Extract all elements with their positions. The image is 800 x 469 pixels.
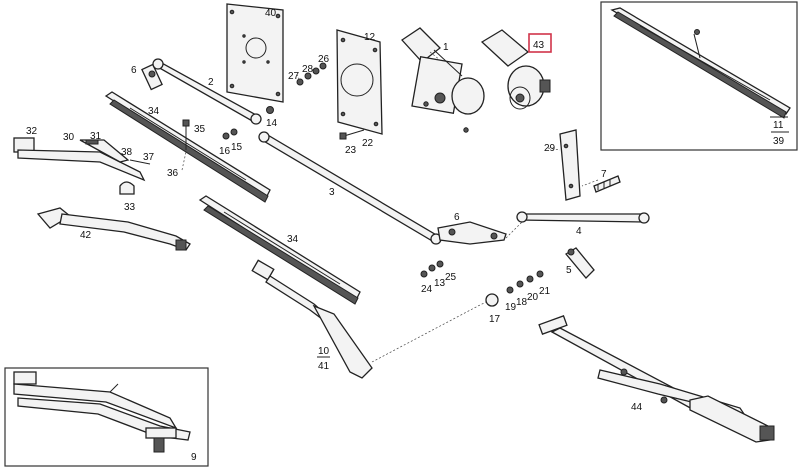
bolt-7: [593, 175, 621, 193]
pivot-housing-6-top: [141, 63, 163, 91]
callout-15[interactable]: 15: [231, 142, 243, 153]
wiper-blade-34-mid: [198, 195, 361, 305]
wiper-motor-43: [480, 29, 551, 110]
callout-35[interactable]: 35: [194, 124, 206, 135]
callout-44[interactable]: 44: [631, 402, 643, 413]
callout-6-top[interactable]: 6: [131, 65, 137, 76]
inset-wiper-blade: [610, 7, 791, 119]
callout-12[interactable]: 12: [364, 32, 376, 43]
callout-36[interactable]: 36: [167, 168, 179, 179]
callout-11[interactable]: 11: [773, 120, 784, 131]
callout-5[interactable]: 5: [566, 265, 572, 276]
bolt-35: [182, 119, 190, 150]
callout-42[interactable]: 42: [80, 230, 92, 241]
bracket-plate-12: [336, 29, 383, 135]
wiper-motor-1: [401, 27, 485, 133]
washer-stack-26-28: [296, 62, 327, 86]
nut-14: [266, 106, 274, 114]
link-rod-2: [152, 58, 262, 125]
inset-arm-frame: 9: [4, 367, 209, 467]
callout-19[interactable]: 19: [505, 302, 517, 313]
bracket-29: [559, 129, 581, 201]
callout-39[interactable]: 39: [773, 136, 785, 147]
callout-13[interactable]: 13: [434, 278, 446, 289]
callout-2[interactable]: 2: [208, 77, 214, 88]
callout-6-mid[interactable]: 6: [454, 212, 460, 223]
callout-26[interactable]: 26: [318, 54, 330, 65]
callout-33[interactable]: 33: [124, 202, 136, 213]
callout-25[interactable]: 25: [445, 272, 457, 283]
wiper-blade-34-top: [104, 91, 271, 203]
wiper-arm-30: [13, 137, 146, 182]
callout-21[interactable]: 21: [539, 286, 551, 297]
crank-6-mid: [437, 221, 507, 245]
inset-wiper-arm: [13, 371, 191, 453]
callout-38[interactable]: 38: [121, 147, 133, 158]
callout-16[interactable]: 16: [219, 146, 231, 157]
callout-41[interactable]: 41: [318, 361, 330, 372]
bolt-22: [339, 129, 365, 140]
callout-22[interactable]: 22: [362, 138, 374, 149]
washers-18-21: [506, 270, 544, 294]
mounting-plate-40: [226, 3, 284, 103]
callout-10[interactable]: 10: [318, 346, 330, 357]
callout-9[interactable]: 9: [191, 452, 197, 463]
callout-32[interactable]: 32: [26, 126, 38, 137]
lever-5: [565, 247, 595, 279]
callout-28[interactable]: 28: [302, 64, 314, 75]
callout-18[interactable]: 18: [516, 297, 528, 308]
callout-14[interactable]: 14: [266, 118, 278, 129]
callout-7[interactable]: 7: [601, 169, 607, 180]
pivot-17: [485, 293, 499, 307]
callout-31[interactable]: 31: [90, 131, 102, 142]
callout-37[interactable]: 37: [143, 152, 155, 163]
linkage-assembly-44: [538, 315, 775, 443]
clip-33: [119, 181, 135, 195]
callout-4[interactable]: 4: [576, 226, 582, 237]
wiper-arm-10: [251, 259, 373, 379]
callout-27[interactable]: 27: [288, 71, 300, 82]
callout-20[interactable]: 20: [527, 292, 539, 303]
drive-rod-3: [258, 131, 442, 245]
callout-24[interactable]: 24: [421, 284, 433, 295]
callout-40[interactable]: 40: [265, 8, 277, 19]
callout-34-mid[interactable]: 34: [287, 234, 299, 245]
callout-3[interactable]: 3: [329, 187, 335, 198]
callout-1[interactable]: 1: [443, 42, 449, 53]
washers-13-24-25: [420, 260, 444, 278]
washers-15-16: [222, 128, 238, 140]
link-rod-4: [505, 211, 650, 239]
callout-17[interactable]: 17: [489, 314, 501, 325]
inset-blade-frame: 11 39: [600, 1, 798, 151]
callout-30[interactable]: 30: [63, 132, 75, 143]
callout-43[interactable]: 43: [533, 40, 545, 51]
wiper-arm-42: [36, 207, 191, 251]
callout-43-highlight-box[interactable]: [528, 33, 552, 53]
callout-23[interactable]: 23: [345, 145, 357, 156]
callout-34-top[interactable]: 34: [148, 106, 160, 117]
